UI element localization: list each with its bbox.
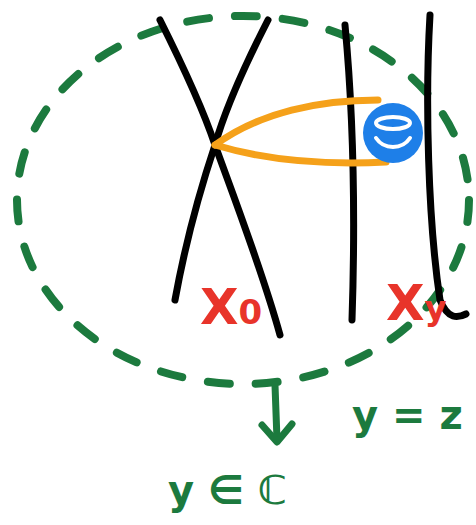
- base-label: y ∈ ℂ: [168, 470, 287, 510]
- blob-symbol: [363, 103, 423, 163]
- fiber-line: [160, 20, 280, 335]
- blob-symbol: [376, 138, 410, 147]
- parameter-label: y = z: [352, 395, 463, 435]
- vanishing-cycle: [215, 100, 378, 145]
- fiber-label: Xy: [386, 278, 447, 328]
- projection-arrow: [262, 424, 292, 442]
- blob-symbol: [376, 117, 410, 129]
- vanishing-cycle: [215, 145, 386, 163]
- fiber-line: [428, 15, 466, 317]
- fiber-line: [345, 25, 354, 320]
- dashed-disk: [17, 16, 469, 384]
- fiber-label: X0: [200, 282, 262, 332]
- fiber-line: [175, 20, 268, 300]
- projection-arrow: [275, 385, 277, 440]
